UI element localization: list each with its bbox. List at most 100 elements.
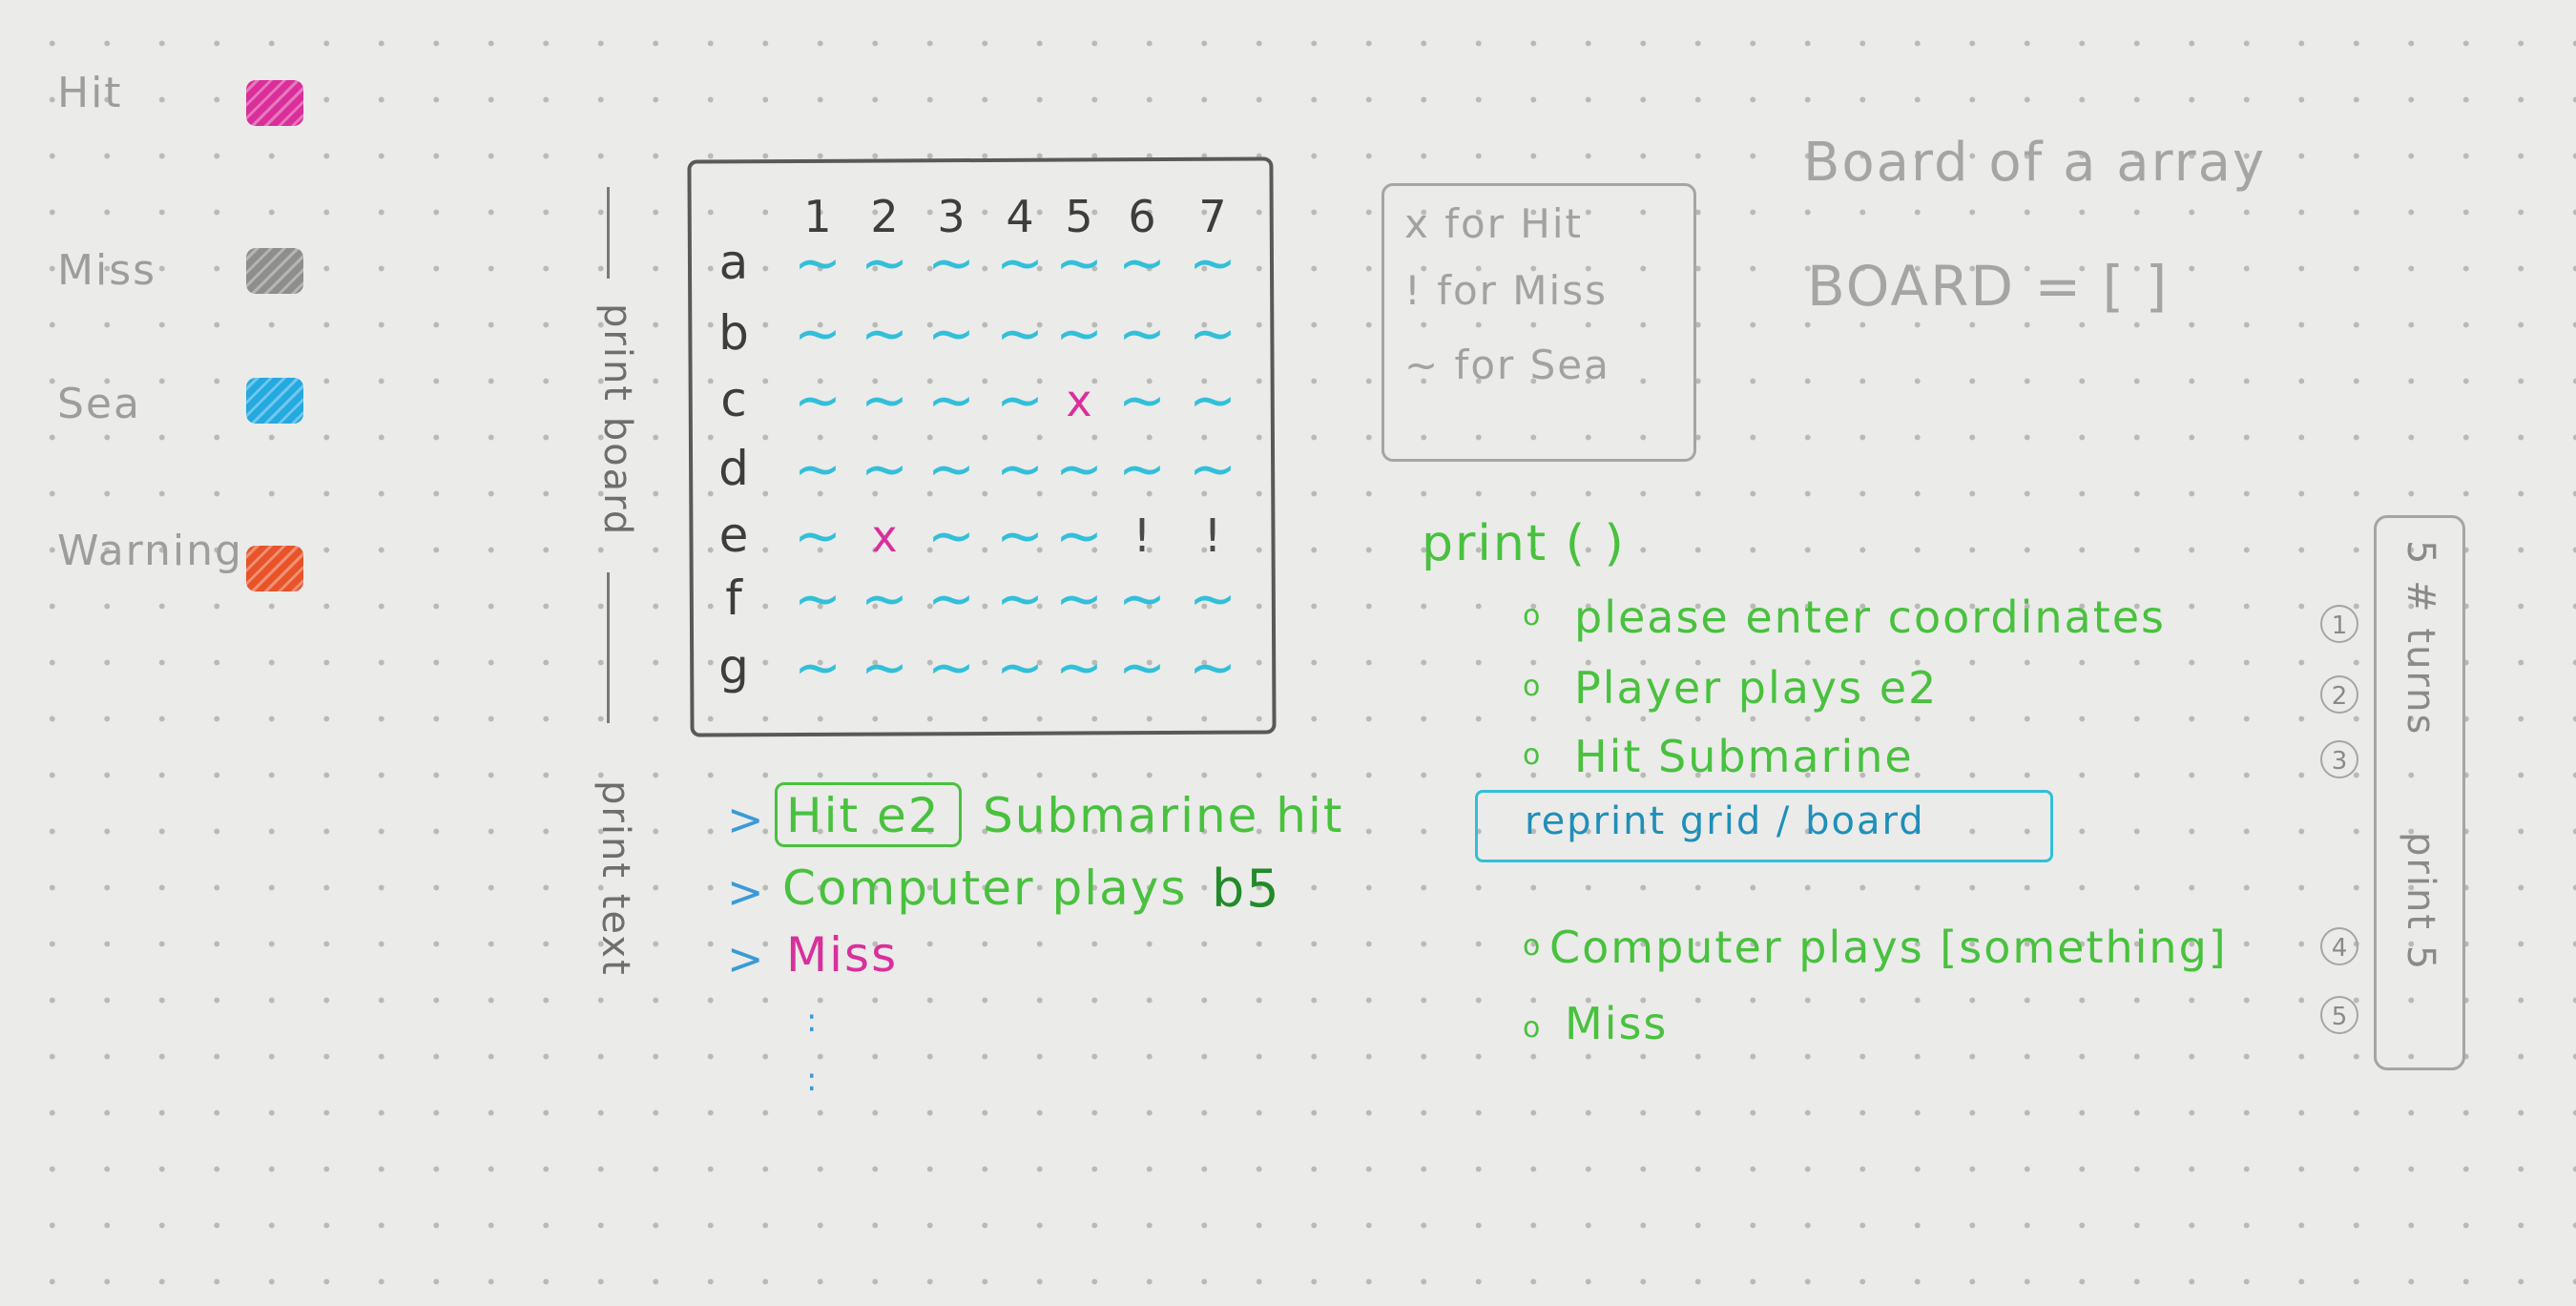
sea-cell-d5: ~ bbox=[1054, 436, 1106, 503]
sea-cell-d7: ~ bbox=[1188, 436, 1239, 503]
column-header-7: 7 bbox=[1198, 191, 1229, 242]
column-header-4: 4 bbox=[1006, 191, 1036, 242]
board-array-title: Board of a array bbox=[1803, 132, 2267, 194]
sea-cell-f1: ~ bbox=[793, 566, 844, 632]
legend-label-hit: Hit bbox=[57, 69, 123, 117]
legend-label-sea: Sea bbox=[57, 380, 141, 428]
sea-cell-c1: ~ bbox=[793, 367, 844, 434]
sea-cell-c6: ~ bbox=[1117, 367, 1169, 434]
sea-cell-f4: ~ bbox=[995, 566, 1047, 632]
sea-cell-a1: ~ bbox=[793, 230, 844, 297]
sea-cell-f3: ~ bbox=[926, 566, 978, 632]
key-line-hit: x for Hit bbox=[1404, 200, 1584, 247]
sea-cell-b2: ~ bbox=[860, 301, 911, 367]
column-header-6: 6 bbox=[1128, 191, 1158, 242]
sea-cell-a2: ~ bbox=[860, 230, 911, 297]
sea-cell-c2: ~ bbox=[860, 367, 911, 434]
step-number: 3 bbox=[2320, 740, 2358, 778]
bullet-icon: o bbox=[1523, 929, 1543, 963]
legend-swatch-hit bbox=[246, 80, 303, 126]
sea-cell-e3: ~ bbox=[926, 503, 978, 570]
key-line-miss: ! for Miss bbox=[1404, 267, 1608, 314]
print-heading: print ( ) bbox=[1422, 515, 1626, 572]
sea-cell-a4: ~ bbox=[995, 230, 1047, 297]
sea-cell-g2: ~ bbox=[860, 634, 911, 701]
reprint-grid-label: reprint grid / board bbox=[1525, 799, 1925, 843]
legend-swatch-miss bbox=[246, 248, 303, 294]
sea-cell-f2: ~ bbox=[860, 566, 911, 632]
sea-cell-d2: ~ bbox=[860, 436, 911, 503]
bullet-icon: o bbox=[1523, 599, 1543, 632]
flow-item-player-plays: Player plays e2 bbox=[1574, 662, 1939, 714]
log-computer-plays: Computer plays bbox=[782, 860, 1188, 916]
sea-cell-d3: ~ bbox=[926, 436, 978, 503]
sea-cell-e1: ~ bbox=[793, 503, 844, 570]
print-board-bracket-bottom bbox=[607, 572, 610, 723]
sea-cell-b5: ~ bbox=[1054, 301, 1106, 367]
steps-panel bbox=[2374, 515, 2465, 1070]
legend-swatch-sea bbox=[246, 378, 303, 424]
sea-cell-c4: ~ bbox=[995, 367, 1047, 434]
row-header-g: g bbox=[718, 639, 751, 694]
sea-cell-b4: ~ bbox=[995, 301, 1047, 367]
row-header-f: f bbox=[725, 570, 744, 626]
prompt-icon: > bbox=[727, 866, 764, 918]
bullet-icon: o bbox=[1523, 738, 1543, 772]
sea-cell-b1: ~ bbox=[793, 301, 844, 367]
sea-cell-g3: ~ bbox=[926, 634, 978, 701]
sea-cell-f5: ~ bbox=[1054, 566, 1106, 632]
column-header-3: 3 bbox=[937, 191, 967, 242]
steps-turns-label: 5 # turns bbox=[2399, 540, 2442, 736]
prompt-icon: > bbox=[727, 794, 764, 845]
sea-cell-g7: ~ bbox=[1188, 634, 1239, 701]
sea-cell-a3: ~ bbox=[926, 230, 978, 297]
legend-label-miss: Miss bbox=[57, 246, 157, 295]
print-board-bracket-top bbox=[607, 187, 610, 279]
row-header-a: a bbox=[718, 235, 751, 290]
step-number: 2 bbox=[2320, 675, 2358, 714]
sea-cell-e5: ~ bbox=[1054, 503, 1106, 570]
sea-cell-d1: ~ bbox=[793, 436, 844, 503]
log-hit-result: Submarine hit bbox=[983, 788, 1344, 843]
prompt-icon: > bbox=[727, 933, 764, 985]
sea-cell-b6: ~ bbox=[1117, 301, 1169, 367]
row-header-d: d bbox=[718, 441, 751, 496]
column-header-1: 1 bbox=[803, 191, 834, 242]
print-board-label: print board bbox=[595, 303, 639, 537]
log-ellipsis: : bbox=[806, 1061, 818, 1099]
flow-item-computer-plays: Computer plays [something] bbox=[1549, 922, 2228, 973]
bullet-icon: o bbox=[1523, 1011, 1543, 1045]
step-number: 4 bbox=[2320, 927, 2358, 965]
sea-cell-g5: ~ bbox=[1054, 634, 1106, 701]
sea-cell-d6: ~ bbox=[1117, 436, 1169, 503]
flow-item-enter-coordinates: please enter coordinates bbox=[1574, 591, 2166, 643]
legend-label-warning: Warning bbox=[57, 527, 243, 575]
log-ellipsis: : bbox=[806, 1002, 818, 1040]
bullet-icon: o bbox=[1523, 670, 1543, 703]
hit-input-box bbox=[775, 782, 962, 847]
sea-cell-d4: ~ bbox=[995, 436, 1047, 503]
miss-cell-e7: ! bbox=[1203, 509, 1224, 563]
row-header-c: c bbox=[720, 372, 749, 427]
board-code: BOARD = [ ] bbox=[1807, 254, 2170, 319]
sea-cell-c3: ~ bbox=[926, 367, 978, 434]
hit-cell-c5: x bbox=[1066, 375, 1094, 426]
sea-cell-b7: ~ bbox=[1188, 301, 1239, 367]
log-computer-coord: b5 bbox=[1212, 859, 1281, 919]
reprint-box bbox=[1475, 790, 2053, 862]
column-header-5: 5 bbox=[1065, 191, 1095, 242]
sea-cell-f6: ~ bbox=[1117, 566, 1169, 632]
flow-item-miss: Miss bbox=[1565, 998, 1669, 1049]
sea-cell-a6: ~ bbox=[1117, 230, 1169, 297]
legend-swatch-warning bbox=[246, 546, 303, 591]
step-number: 1 bbox=[2320, 605, 2358, 643]
key-line-sea: ~ for Sea bbox=[1404, 342, 1610, 388]
step-number: 5 bbox=[2320, 996, 2358, 1034]
sea-cell-g4: ~ bbox=[995, 634, 1047, 701]
miss-cell-e6: ! bbox=[1132, 509, 1153, 563]
sea-cell-a7: ~ bbox=[1188, 230, 1239, 297]
row-header-b: b bbox=[718, 305, 751, 361]
row-header-e: e bbox=[718, 508, 751, 563]
sea-cell-g1: ~ bbox=[793, 634, 844, 701]
print-text-label: print text bbox=[593, 780, 637, 977]
